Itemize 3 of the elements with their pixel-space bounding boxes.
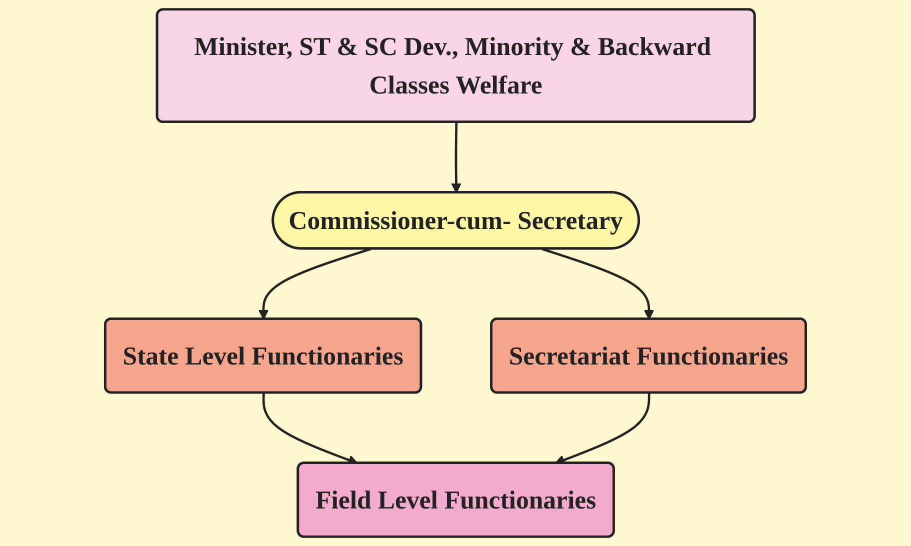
arrow: [542, 248, 654, 320]
arrow: [451, 122, 462, 194]
arrow: [258, 248, 372, 320]
